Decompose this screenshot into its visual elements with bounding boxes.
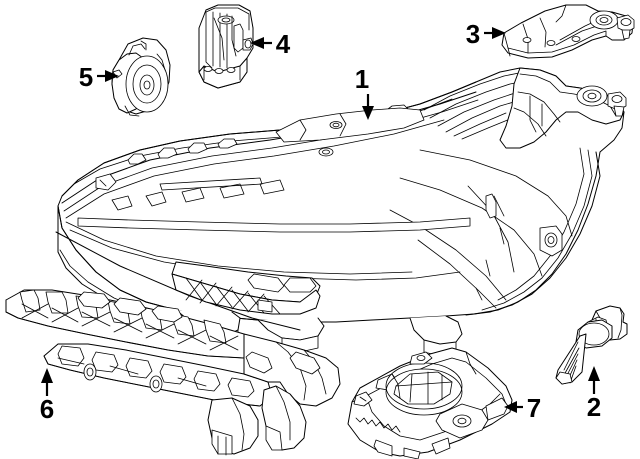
part-upper-mounting-bracket[interactable] xyxy=(501,4,635,59)
callout-7-label: 7 xyxy=(527,393,541,423)
callout-4[interactable]: 4 xyxy=(250,29,291,59)
part-hid-ballast-control-module[interactable] xyxy=(347,347,513,459)
callout-5[interactable]: 5 xyxy=(79,62,119,92)
callout-4-label: 4 xyxy=(276,29,291,59)
callout-5-label: 5 xyxy=(79,62,93,92)
callout-3[interactable]: 3 xyxy=(466,19,506,49)
callout-2-label: 2 xyxy=(587,392,601,422)
callout-1[interactable]: 1 xyxy=(355,64,374,120)
part-lower-retainer-bracket[interactable] xyxy=(5,231,341,456)
callout-6[interactable]: 6 xyxy=(40,368,54,424)
part-headlamp-bulb-motor[interactable] xyxy=(111,37,171,117)
callout-2[interactable]: 2 xyxy=(587,366,601,422)
callout-3-label: 3 xyxy=(466,19,480,49)
callout-7[interactable]: 7 xyxy=(504,393,541,423)
callout-6-label: 6 xyxy=(40,394,54,424)
part-flange-bolt[interactable] xyxy=(555,305,628,385)
callout-1-label: 1 xyxy=(355,64,369,94)
part-side-mounting-bracket[interactable] xyxy=(198,4,254,89)
